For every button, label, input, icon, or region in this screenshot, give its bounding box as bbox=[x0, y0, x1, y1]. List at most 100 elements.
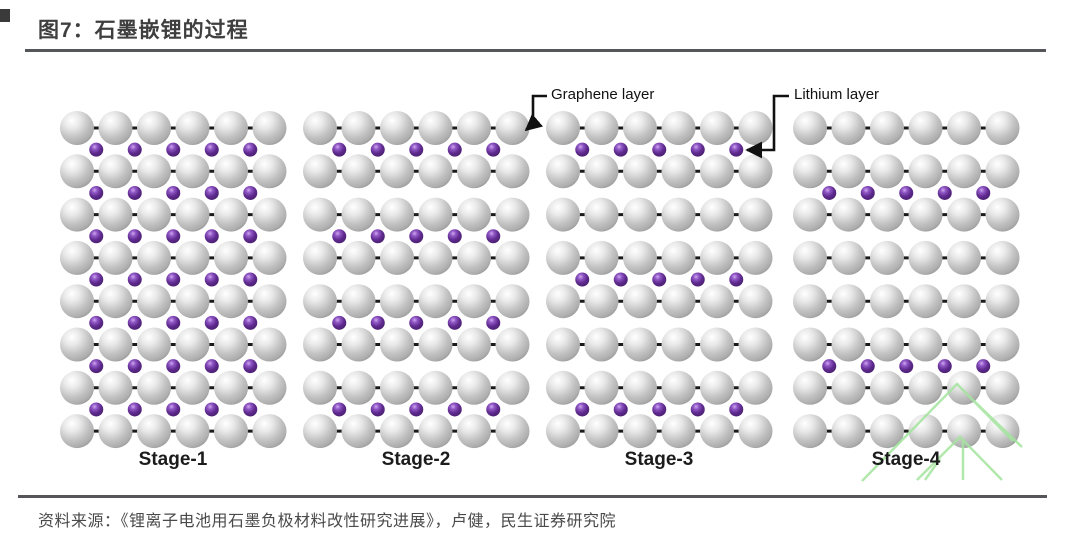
carbon-atom bbox=[623, 370, 657, 405]
lithium-ion bbox=[729, 272, 744, 287]
stage-panel-1 bbox=[60, 111, 287, 449]
lithium-ion bbox=[370, 315, 385, 330]
carbon-atom bbox=[175, 327, 210, 362]
carbon-atom bbox=[252, 327, 287, 362]
lithium-ion bbox=[127, 402, 142, 417]
carbon-atom bbox=[214, 370, 248, 405]
lithium-ion bbox=[204, 315, 219, 330]
carbon-atom bbox=[303, 370, 337, 405]
graphene-layer bbox=[303, 414, 530, 449]
carbon-atom bbox=[985, 240, 1020, 275]
carbon-atom bbox=[546, 154, 580, 189]
carbon-atom bbox=[661, 111, 696, 145]
graphene-layer bbox=[60, 284, 287, 319]
carbon-atom bbox=[214, 197, 248, 232]
carbon-atom bbox=[418, 327, 453, 362]
lithium-row bbox=[822, 185, 991, 200]
carbon-atom bbox=[418, 240, 453, 275]
source-caption: 资料来源：《锂离子电池用石墨负极材料改性研究进展》，卢健，民生证券研究院 bbox=[38, 513, 617, 530]
lithium-ion bbox=[204, 359, 219, 374]
carbon-atom bbox=[98, 327, 133, 362]
carbon-atom bbox=[380, 111, 414, 145]
graphene-layer bbox=[793, 197, 1020, 232]
lithium-ion bbox=[332, 315, 347, 330]
carbon-atom bbox=[380, 284, 414, 319]
lithium-ion bbox=[89, 402, 104, 417]
lithium-ion bbox=[976, 185, 991, 200]
lithium-ion bbox=[332, 229, 347, 244]
carbon-atom bbox=[137, 327, 171, 362]
carbon-atom bbox=[870, 284, 904, 319]
lithium-ion bbox=[243, 142, 258, 157]
graphene-layer bbox=[303, 197, 530, 232]
carbon-atom bbox=[831, 197, 866, 232]
carbon-atom bbox=[700, 414, 734, 449]
lithium-ion bbox=[127, 185, 142, 200]
lithium-ion bbox=[370, 402, 385, 417]
lithium-ion bbox=[243, 229, 258, 244]
graphene-layer bbox=[793, 240, 1020, 275]
lithium-row bbox=[89, 229, 258, 244]
stage-label-2: Stage-2 bbox=[381, 449, 451, 470]
carbon-atom bbox=[985, 370, 1020, 405]
graphene-layer bbox=[303, 240, 530, 275]
lithium-ion bbox=[822, 185, 837, 200]
carbon-atom bbox=[584, 284, 619, 319]
carbon-atom bbox=[495, 240, 530, 275]
carbon-atom bbox=[60, 154, 94, 189]
carbon-atom bbox=[546, 327, 580, 362]
watermark-logo bbox=[861, 382, 1023, 482]
lithium-row bbox=[332, 315, 501, 330]
carbon-atom bbox=[60, 327, 94, 362]
lithium-ion bbox=[332, 402, 347, 417]
lithium-ion bbox=[575, 402, 590, 417]
lithium-ion bbox=[127, 359, 142, 374]
carbon-atom bbox=[661, 284, 696, 319]
lithium-ion bbox=[166, 272, 181, 287]
carbon-atom bbox=[137, 154, 171, 189]
lithium-row bbox=[575, 272, 744, 287]
lithium-arrow bbox=[745, 94, 789, 159]
carbon-atom bbox=[623, 154, 657, 189]
carbon-atom bbox=[546, 414, 580, 449]
lithium-row bbox=[89, 359, 258, 374]
lithium-ion bbox=[166, 359, 181, 374]
carbon-atom bbox=[700, 197, 734, 232]
carbon-atom bbox=[60, 197, 94, 232]
carbon-atom bbox=[457, 284, 491, 319]
carbon-atom bbox=[214, 327, 248, 362]
carbon-atom bbox=[98, 154, 133, 189]
carbon-atom bbox=[252, 197, 287, 232]
carbon-atom bbox=[908, 111, 943, 145]
carbon-atom bbox=[831, 370, 866, 405]
carbon-atom bbox=[623, 284, 657, 319]
carbon-atom bbox=[303, 414, 337, 449]
lithium-row bbox=[332, 402, 501, 417]
carbon-atom bbox=[908, 370, 943, 405]
lithium-ion bbox=[447, 402, 462, 417]
carbon-atom bbox=[457, 197, 491, 232]
carbon-atom bbox=[700, 111, 734, 145]
carbon-atom bbox=[457, 370, 491, 405]
carbon-atom bbox=[214, 240, 248, 275]
carbon-atom bbox=[738, 197, 773, 232]
carbon-atom bbox=[661, 240, 696, 275]
lithium-row bbox=[89, 402, 258, 417]
lithium-row bbox=[575, 402, 744, 417]
carbon-atom bbox=[985, 197, 1020, 232]
lithium-row bbox=[575, 142, 744, 157]
graphene-layer bbox=[546, 154, 773, 189]
graphene-arrow bbox=[524, 94, 547, 132]
carbon-atom bbox=[700, 370, 734, 405]
carbon-atom bbox=[908, 284, 943, 319]
graphene-layer bbox=[60, 111, 287, 145]
graphene-layer bbox=[60, 414, 287, 449]
lithium-ion bbox=[127, 315, 142, 330]
carbon-atom bbox=[738, 154, 773, 189]
carbon-atom bbox=[457, 154, 491, 189]
title-divider bbox=[25, 49, 1046, 52]
carbon-atom bbox=[831, 240, 866, 275]
carbon-atom bbox=[380, 240, 414, 275]
lithium-ion bbox=[575, 142, 590, 157]
